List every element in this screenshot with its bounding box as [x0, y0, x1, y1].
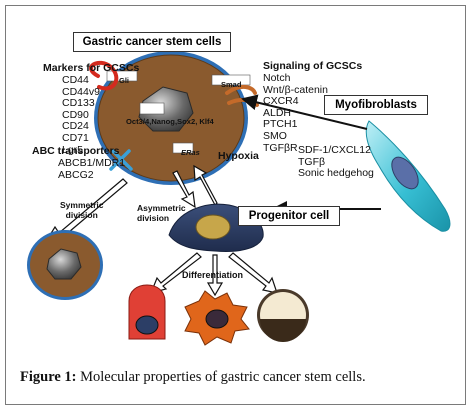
symmetric-daughter-cell	[27, 230, 103, 300]
progenitor-cell-box: Progenitor cell	[238, 206, 340, 226]
figure-caption: Figure 1: Molecular properties of gastri…	[20, 369, 366, 386]
gli-label: Gli	[119, 76, 130, 85]
symmetric-division-label: Symmetric division	[60, 200, 104, 220]
differentiated-cell-stellate	[184, 290, 250, 346]
differentiation-label: Differentiation	[182, 270, 244, 280]
myofibroblast-cell	[365, 120, 451, 232]
caption-text: Molecular properties of gastric cancer s…	[76, 369, 366, 385]
abc-item: ABCB1/MDR1	[58, 157, 126, 169]
signaling-list: Notch Wnt/β-catenin CXCR4 ALDH PTCH1 SMO…	[263, 72, 328, 154]
caption-label: Figure 1:	[20, 369, 77, 385]
marker-item: CD44v9	[62, 85, 100, 98]
differentiated-cell-columnar	[128, 284, 166, 340]
abc-item: ABCG2	[58, 168, 94, 181]
myofibroblast-secreted-list: SDF-1/CXCL12 TGFβ Sonic hedgehog	[298, 144, 374, 180]
markers-heading: Markers for GCSCs	[43, 62, 140, 74]
markers-list: CD44 CD44v9 CD133 CD90 CD24 CD71 Lgr5	[62, 74, 100, 156]
signaling-item: CXCR4	[263, 95, 299, 108]
signaling-item: SMO	[263, 129, 287, 142]
myofibroblast-to-stemcell-arrow	[241, 94, 368, 130]
abc-transporters-heading: ABC transporters	[32, 145, 120, 157]
gastric-cancer-stem-cell	[94, 51, 251, 185]
differentiation-arrows	[149, 252, 278, 297]
signaling-receptor-icon	[225, 85, 257, 95]
figure-frame: Gastric cancer stem cells Markers for GC…	[5, 5, 466, 405]
hypoxia-label: Hypoxia	[218, 150, 259, 162]
asymmetric-division-label: Asymmetric division	[137, 203, 186, 223]
marker-item: CD24	[62, 120, 89, 133]
nucleus-factors-label: Oct3/4,Nanog,Sox2, Klf4	[126, 117, 214, 126]
secreted-factor: SDF-1/CXCL12	[298, 144, 371, 156]
secreted-factor: Sonic hedgehog	[298, 167, 374, 180]
abc-transporters-list: ABCB1/MDR1 ABCG2	[58, 157, 126, 181]
smad-label: Smad	[221, 80, 242, 89]
marker-item: CD44	[62, 74, 89, 86]
signaling-item: TGFβR	[263, 141, 298, 154]
marker-item: CD133	[62, 97, 95, 110]
abc-transporter-icon	[109, 149, 133, 171]
marker-item: CD90	[62, 108, 89, 121]
gastric-cancer-stem-cells-title: Gastric cancer stem cells	[73, 32, 231, 52]
asymmetric-division-arrows	[172, 164, 218, 209]
signaling-heading: Signaling of GCSCs	[263, 60, 363, 72]
signaling-item: PTCH1	[263, 118, 298, 131]
differentiated-cell-round	[257, 289, 309, 342]
signaling-item: ALDH	[263, 106, 292, 119]
cd44-receptor-icon	[89, 60, 119, 91]
myofibroblasts-box: Myofibroblasts	[324, 95, 428, 115]
secreted-factor: TGFβ	[298, 155, 326, 168]
eras-label: ERas	[181, 148, 200, 157]
signaling-item: Notch	[263, 72, 291, 84]
signaling-item: Wnt/β-catenin	[263, 83, 328, 96]
marker-item: Lgr5	[62, 143, 84, 156]
marker-item: CD71	[62, 131, 89, 144]
